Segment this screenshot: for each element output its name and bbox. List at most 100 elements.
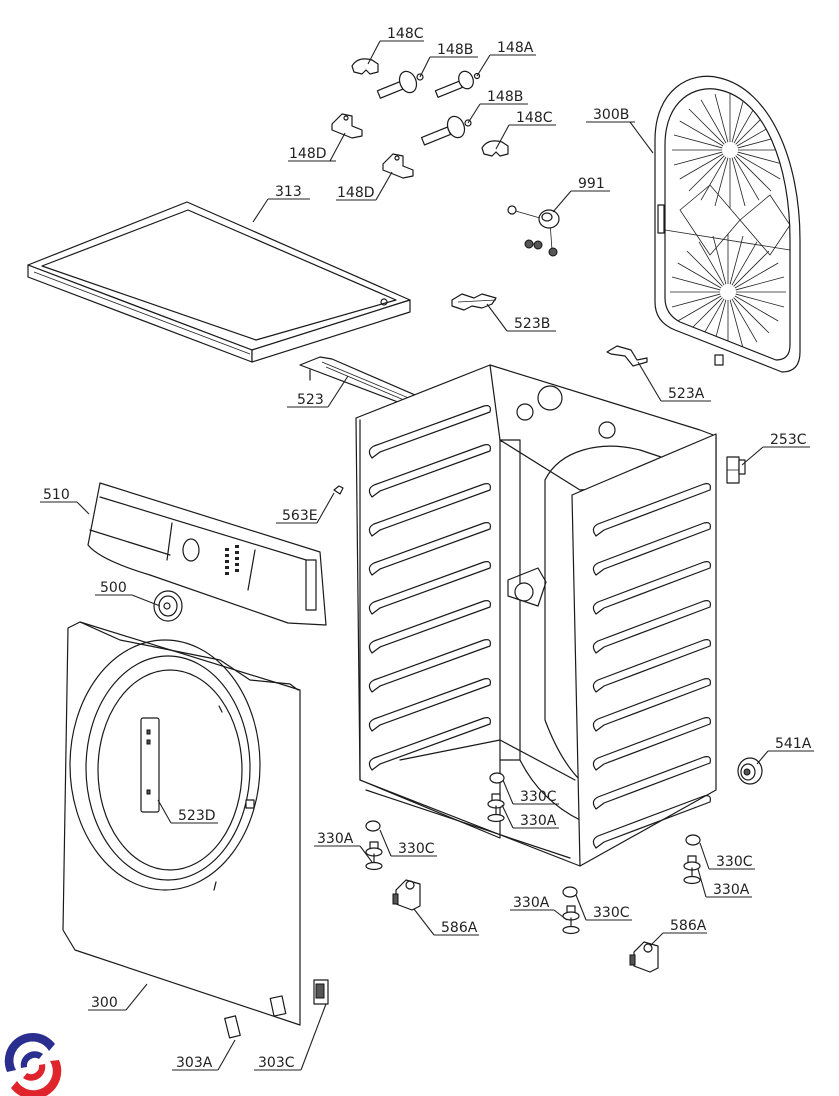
callout-330c[interactable]: 330C bbox=[502, 779, 559, 805]
part-303C-door-lock[interactable] bbox=[313, 979, 329, 1005]
part-148A-pin[interactable] bbox=[434, 69, 481, 98]
callout-586a[interactable]: 586A bbox=[649, 918, 707, 947]
callout-523a[interactable]: 523A bbox=[637, 361, 711, 402]
callout-523[interactable]: 523 bbox=[287, 375, 349, 408]
lock-nut-330C bbox=[685, 834, 701, 846]
indicator-led bbox=[225, 566, 229, 569]
brand-logo bbox=[4, 1032, 62, 1096]
callout-148a[interactable]: 148A bbox=[476, 40, 536, 77]
callout-leader-line bbox=[476, 54, 491, 77]
foot-rear-right[interactable] bbox=[683, 834, 701, 885]
callout-148b[interactable]: 148B bbox=[419, 42, 478, 78]
callout-586a[interactable]: 586A bbox=[413, 908, 479, 936]
callout-303a[interactable]: 303A bbox=[172, 1039, 236, 1071]
callout-148c[interactable]: 148C bbox=[495, 110, 556, 150]
part-586A-bracket-left[interactable] bbox=[392, 879, 421, 911]
callout-330a[interactable]: 330A bbox=[314, 831, 373, 863]
rear-panel-rib bbox=[733, 250, 770, 287]
part-300B-rear-panel[interactable] bbox=[654, 75, 801, 373]
callout-500[interactable]: 500 bbox=[95, 580, 161, 607]
callout-300[interactable]: 300 bbox=[88, 983, 148, 1011]
part-148D-bracket-top[interactable] bbox=[331, 113, 363, 139]
callout-330c[interactable]: 330C bbox=[699, 842, 755, 870]
callout-label: 303C bbox=[258, 1055, 295, 1071]
part-541A-foot[interactable] bbox=[737, 757, 763, 785]
rear-panel-rib bbox=[698, 241, 725, 286]
callout-label: 148B bbox=[437, 42, 473, 58]
rear-panel-rays-top bbox=[722, 142, 738, 158]
callout-330a[interactable]: 330A bbox=[510, 895, 568, 921]
foot-pad bbox=[487, 813, 505, 823]
callout-330c[interactable]: 330C bbox=[379, 829, 437, 857]
callout-148b[interactable]: 148B bbox=[467, 89, 528, 124]
callout-563e[interactable]: 563E bbox=[276, 492, 335, 524]
part-253C-clip[interactable] bbox=[726, 456, 746, 484]
rear-panel-rib bbox=[679, 120, 724, 147]
callout-leader-line bbox=[467, 103, 481, 124]
rear-panel-rib bbox=[729, 235, 744, 285]
callout-303c[interactable]: 303C bbox=[254, 1003, 327, 1071]
callout-leader-line bbox=[316, 492, 335, 524]
callout-300b[interactable]: 300B bbox=[586, 107, 654, 154]
callout-label: 303A bbox=[176, 1055, 213, 1071]
callout-330c[interactable]: 330C bbox=[575, 894, 632, 921]
indicator-led bbox=[225, 572, 229, 575]
part-523B-bracket[interactable] bbox=[451, 293, 497, 311]
side-panel-rib bbox=[592, 600, 711, 654]
foot-center[interactable] bbox=[487, 772, 505, 823]
part-586A-bracket-right[interactable] bbox=[629, 941, 659, 973]
part-148B-pin-top[interactable] bbox=[376, 69, 424, 99]
callout-leader-line bbox=[697, 868, 707, 898]
part-991-fixing-kit[interactable] bbox=[507, 205, 560, 257]
rear-panel-rib bbox=[735, 155, 772, 192]
part-148C-clip-bottom[interactable] bbox=[481, 140, 509, 157]
callout-label: 523B bbox=[514, 316, 550, 332]
lock-nut-330C bbox=[562, 886, 578, 898]
foot-pad bbox=[683, 875, 701, 885]
callout-991[interactable]: 991 bbox=[552, 176, 610, 213]
callout-148c[interactable]: 148C bbox=[367, 26, 424, 65]
part-563E-clip[interactable] bbox=[333, 485, 344, 495]
indicator-led bbox=[235, 569, 239, 572]
callout-253c[interactable]: 253C bbox=[741, 432, 810, 466]
callout-313[interactable]: 313 bbox=[252, 184, 310, 223]
part-500-knob[interactable] bbox=[153, 590, 183, 622]
callout-510[interactable]: 510 bbox=[40, 487, 90, 515]
callout-label: 300B bbox=[593, 107, 629, 123]
side-panel-rib bbox=[592, 795, 711, 849]
part-510-control-panel[interactable] bbox=[87, 482, 327, 626]
callout-leader-line bbox=[359, 845, 373, 863]
foot-front-right[interactable] bbox=[562, 886, 580, 935]
callout-label: 500 bbox=[100, 580, 127, 596]
callout-label: 991 bbox=[578, 176, 605, 192]
part-148D-bracket-bottom[interactable] bbox=[382, 153, 414, 179]
rear-panel-rib bbox=[734, 262, 779, 289]
callout-label: 330C bbox=[593, 905, 630, 921]
indicator-led bbox=[235, 545, 239, 548]
part-313-worktop[interactable] bbox=[27, 201, 411, 363]
callout-330a[interactable]: 330A bbox=[501, 804, 559, 829]
callout-523d[interactable]: 523D bbox=[157, 799, 218, 824]
callout-label: 330A bbox=[713, 882, 750, 898]
part-148C-clip-top[interactable] bbox=[351, 58, 379, 75]
rear-panel-rib bbox=[700, 156, 727, 201]
callout-leader-line bbox=[649, 932, 664, 947]
part-523A-bracket[interactable] bbox=[606, 345, 648, 367]
side-panel-rib bbox=[592, 561, 711, 615]
part-523D-hinge-plate[interactable] bbox=[140, 717, 160, 813]
logo-red-inner-arc bbox=[23, 1064, 46, 1081]
callout-leader-line bbox=[300, 1003, 327, 1071]
rear-panel-rib bbox=[714, 157, 729, 207]
callout-330a[interactable]: 330A bbox=[697, 868, 752, 898]
callout-541a[interactable]: 541A bbox=[756, 736, 814, 765]
callout-148d[interactable]: 148D bbox=[336, 171, 393, 201]
callout-148d[interactable]: 148D bbox=[288, 132, 346, 162]
callout-label: 148D bbox=[337, 185, 375, 201]
rear-panel-rib bbox=[733, 297, 770, 334]
part-303A-cover[interactable] bbox=[224, 1015, 241, 1039]
logo-red-arc bbox=[11, 1060, 62, 1096]
part-148B-pin-bottom[interactable] bbox=[420, 114, 472, 146]
callout-523b[interactable]: 523B bbox=[486, 303, 556, 332]
foot-front-left[interactable] bbox=[365, 820, 383, 871]
callout-leader-line bbox=[125, 983, 148, 1011]
